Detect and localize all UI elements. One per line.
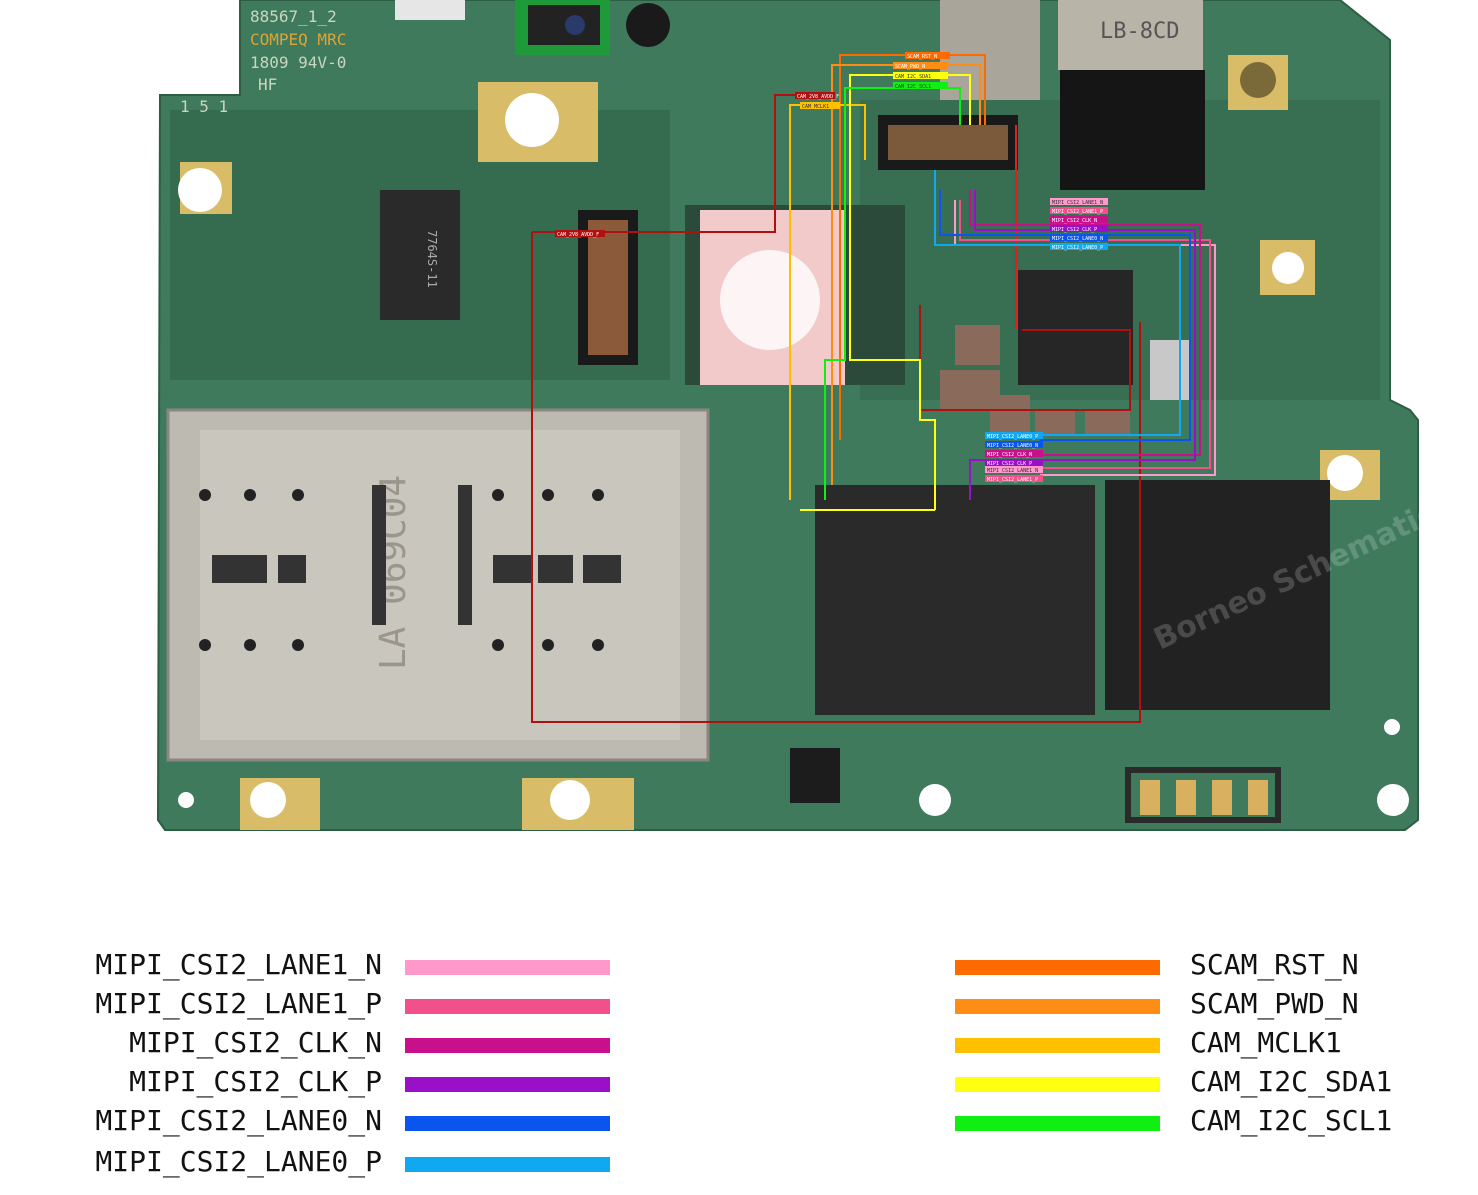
legend-row-scam-pwd-n: SCAM_PWD_N [955, 989, 1435, 1019]
tag-cam-avdd-mid: CAM_2V8_AVDD_F [557, 232, 599, 238]
trace-mipi-lane1-p [959, 200, 1211, 469]
trace-mipi-clk-p [969, 190, 1196, 500]
trace-avdd-loop [531, 232, 1141, 723]
legend-label: CAM_MCLK1 [1190, 1026, 1342, 1059]
tag-mipi-lane0-n-bottom: MIPI_CSI2_LANE0_N [987, 443, 1038, 449]
sim-tray-inner [200, 430, 680, 740]
legend-swatch [405, 1077, 610, 1092]
connector-marking: LB-8CD [1100, 19, 1179, 44]
silkscreen-line-3: 1809 94V-0 [250, 53, 346, 72]
mounting-hole-centers [178, 93, 1409, 820]
silkscreen-line-5: 1 5 1 [180, 97, 228, 116]
legend-label: SCAM_PWD_N [1190, 987, 1359, 1020]
legend-label: CAM_I2C_SCL1 [1190, 1104, 1393, 1137]
tags-connector-mid: CAM_2V8_AVDD_F [555, 230, 605, 238]
camera-lens-housing [528, 5, 600, 45]
sim-dots [199, 489, 604, 651]
vibrator-motor [1240, 62, 1276, 98]
legend-label: CAM_I2C_SDA1 [1190, 1065, 1393, 1098]
legend-row-cam-i2c-scl1: CAM_I2C_SCL1 [955, 1106, 1435, 1136]
legend-row-mipi-lane1-n: MIPI_CSI2_LANE1_N [0, 950, 620, 980]
tag-cam-mclk1-left: CAM_MCLK1 [802, 104, 829, 110]
tag-mipi-lane0-p-top: MIPI_CSI2_LANE0_P [1052, 245, 1103, 251]
pcb-board-diagram: LB-8CD 88567_1_2 COMPEQ MRC 1809 94V-0 H… [156, 0, 1419, 831]
tags-connector-top: SCAM_RST_N SCAM_PWD_N CAM_I2C_SDA1 CAM_I… [893, 52, 950, 90]
legend-swatch [955, 1116, 1160, 1131]
legend-label: MIPI_CSI2_LANE0_N [95, 1104, 382, 1137]
trace-cam-i2c-scl1 [824, 87, 961, 500]
legend-row-mipi-lane1-p: MIPI_CSI2_LANE1_P [0, 989, 620, 1019]
top-connector-left [395, 0, 465, 20]
trace-mipi-lane0-p [934, 170, 1181, 436]
tag-mipi-lane0-p-bottom: MIPI_CSI2_LANE0_P [987, 434, 1038, 440]
trace-avdd-top [532, 94, 810, 233]
tag-scam-rst-n-top: SCAM_RST_N [907, 54, 937, 60]
watermark-logo [720, 250, 820, 350]
legend-swatch [405, 1116, 610, 1131]
legend-row-mipi-lane0-n: MIPI_CSI2_LANE0_N [0, 1106, 620, 1136]
legend-row-mipi-clk-p: MIPI_CSI2_CLK_P [0, 1067, 620, 1097]
chip-left-marking: 7764S-11 [425, 230, 439, 288]
trace-mipi-lane0-n [939, 190, 1191, 441]
soc-chip [815, 485, 1095, 715]
legend-row-cam-mclk1: CAM_MCLK1 [955, 1028, 1435, 1058]
legend-label: SCAM_RST_N [1190, 948, 1359, 981]
legend-row-mipi-clk-n: MIPI_CSI2_CLK_N [0, 1028, 620, 1058]
bottom-contacts [1140, 780, 1268, 815]
tag-mipi-clk-p-bottom: MIPI_CSI2_CLK_P [987, 461, 1032, 467]
tag-mipi-lane1-p-bottom: MIPI_CSI2_LANE1_P [987, 477, 1038, 483]
tag-mipi-lane0-n-top: MIPI_CSI2_LANE0_N [1052, 236, 1103, 242]
legend-swatch [955, 1077, 1160, 1092]
legend-label: MIPI_CSI2_LANE0_P [95, 1145, 382, 1178]
tags-mipi-top: MIPI_CSI2_LANE1_N MIPI_CSI2_LANE1_P MIPI… [1050, 198, 1108, 251]
legend-swatch [405, 999, 610, 1014]
legend-label: MIPI_CSI2_CLK_N [129, 1026, 382, 1059]
memory-chip [1105, 480, 1330, 710]
tag-mipi-clk-p-top: MIPI_CSI2_CLK_P [1052, 227, 1097, 233]
tag-mipi-clk-n-bottom: MIPI_CSI2_CLK_N [987, 452, 1032, 458]
legend-swatch [405, 960, 610, 975]
inductors [940, 325, 1130, 435]
legend-row-mipi-lane0-p: MIPI_CSI2_LANE0_P [0, 1147, 620, 1177]
tag-cam-avdd-left: CAM_2V8_AVDD_F [797, 94, 839, 100]
trace-mipi-lane1-n [954, 200, 1216, 476]
legend-swatch [955, 1038, 1160, 1053]
flex-connector-left-pins [588, 220, 628, 355]
camera-lens [565, 15, 585, 35]
silkscreen-line-1: 88567_1_2 [250, 7, 337, 26]
tag-cam-i2c-scl1-top: CAM_I2C_SCL1 [895, 84, 931, 90]
legend-swatch [955, 999, 1160, 1014]
shield-can-top [940, 0, 1040, 100]
sim-contacts [212, 485, 621, 625]
tag-cam-i2c-sda1-top: CAM_I2C_SDA1 [895, 74, 931, 80]
crystal [1150, 340, 1190, 400]
tag-mipi-lane1-n-bottom: MIPI_CSI2_LANE1_N [987, 468, 1038, 474]
silkscreen-line-2: COMPEQ MRC [250, 30, 346, 49]
tag-mipi-lane1-n-top: MIPI_CSI2_LANE1_N [1052, 200, 1103, 206]
legend-row-cam-i2c-sda1: CAM_I2C_SDA1 [955, 1067, 1435, 1097]
tags-connector-left: CAM_2V8_AVDD_F CAM_MCLK1 [795, 92, 840, 110]
tag-mipi-clk-n-top: MIPI_CSI2_CLK_N [1052, 218, 1097, 224]
trace-cam-i2c-sda1 [849, 74, 971, 510]
tag-mipi-lane1-p-top: MIPI_CSI2_LANE1_P [1052, 209, 1103, 215]
trace-mipi-clk-n [969, 190, 1201, 456]
battery-connector [1058, 0, 1203, 70]
bottom-contact-block [1125, 767, 1281, 823]
legend-label: MIPI_CSI2_LANE1_P [95, 987, 382, 1020]
legend-label: MIPI_CSI2_CLK_P [129, 1065, 382, 1098]
legend-label: MIPI_CSI2_LANE1_N [95, 948, 382, 981]
camera-flex-connector-pins [888, 125, 1008, 160]
tags-mipi-bottom: MIPI_CSI2_LANE0_P MIPI_CSI2_LANE0_N MIPI… [985, 432, 1043, 483]
legend-swatch [405, 1157, 610, 1172]
legend-swatch [405, 1038, 610, 1053]
chip-left [380, 190, 460, 320]
bottom-chip [790, 748, 840, 803]
tag-scam-pwd-n-top: SCAM_PWD_N [895, 64, 925, 70]
microphone [626, 3, 670, 47]
legend-swatch [955, 960, 1160, 975]
legend-row-scam-rst-n: SCAM_RST_N [955, 950, 1435, 980]
silkscreen-line-4: HF [258, 75, 277, 94]
pmic-chip [1018, 270, 1133, 385]
black-connector [1060, 70, 1205, 190]
